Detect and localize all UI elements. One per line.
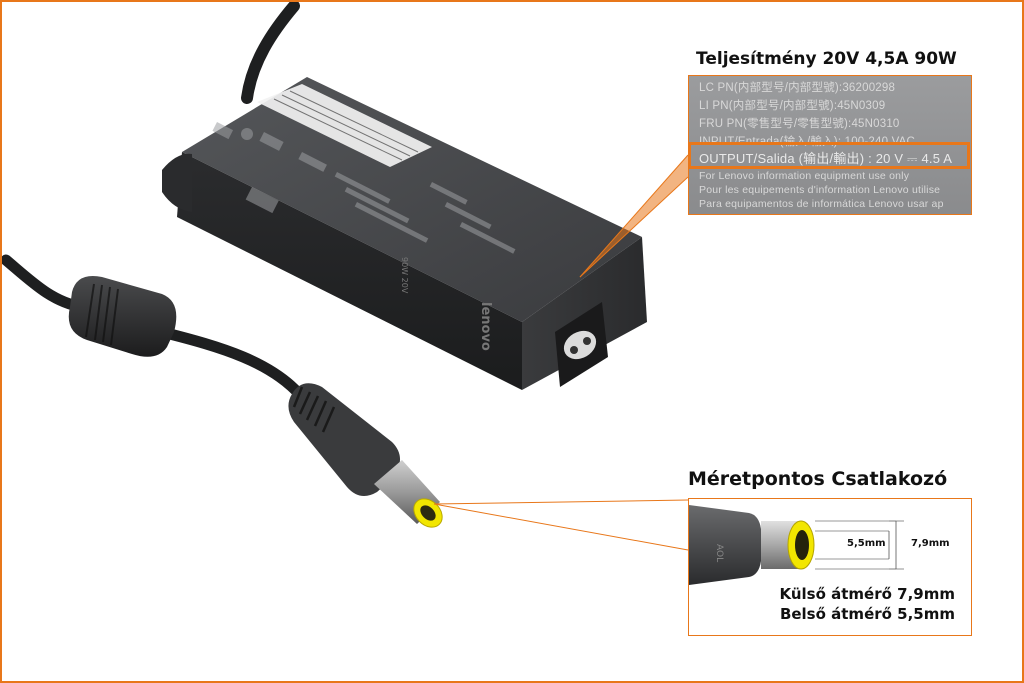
adapter-brand-mark: lenovo	[478, 302, 493, 351]
plug-body	[288, 383, 443, 528]
label-line: Pour les equipements d'information Lenov…	[699, 184, 941, 196]
connector-zoom-box: AOL 5,5mm 7,9mm Külső átmérő 7,9mm Belső…	[688, 498, 972, 636]
dc-cable	[2, 254, 88, 313]
label-line: FRU PN(零售型号/零售型號):45N0310	[699, 118, 900, 130]
label-line: LI PN(内部型号/内部型號):45N0309	[699, 100, 886, 112]
outer-dimension: 7,9mm	[911, 538, 950, 549]
power-spec-title: Teljesítmény 20V 4,5A 90W	[696, 49, 957, 69]
label-line-output: OUTPUT/Salida (输出/輸出) : 20 V ⎓ 4.5 A	[699, 151, 953, 166]
label-zoom-box: LC PN(内部型号/内部型號):36200298 LI PN(内部型号/内部型…	[688, 75, 972, 215]
svg-text:AOL: AOL	[714, 544, 724, 562]
adapter-body	[162, 77, 647, 390]
callout-leader-connector	[433, 499, 689, 505]
power-cable	[241, 2, 300, 104]
inner-dimension: 5,5mm	[847, 538, 886, 549]
connector-title: Méretpontos Csatlakozó	[688, 468, 948, 490]
inner-diameter-text: Belső átmérő 5,5mm	[779, 605, 955, 623]
label-line: LC PN(内部型号/内部型號):36200298	[699, 82, 896, 94]
label-line: For Lenovo information equipment use onl…	[699, 170, 910, 182]
connector-closeup: AOL	[689, 505, 904, 585]
ac-inlet	[555, 302, 608, 387]
output-highlight	[689, 142, 970, 169]
outer-diameter-text: Külső átmérő 7,9mm	[779, 585, 956, 603]
ferrite-bead	[68, 276, 177, 357]
label-line: Para equipamentos de informática Lenovo …	[699, 198, 944, 210]
adapter-rating-mark: 90W 20V	[400, 257, 409, 294]
